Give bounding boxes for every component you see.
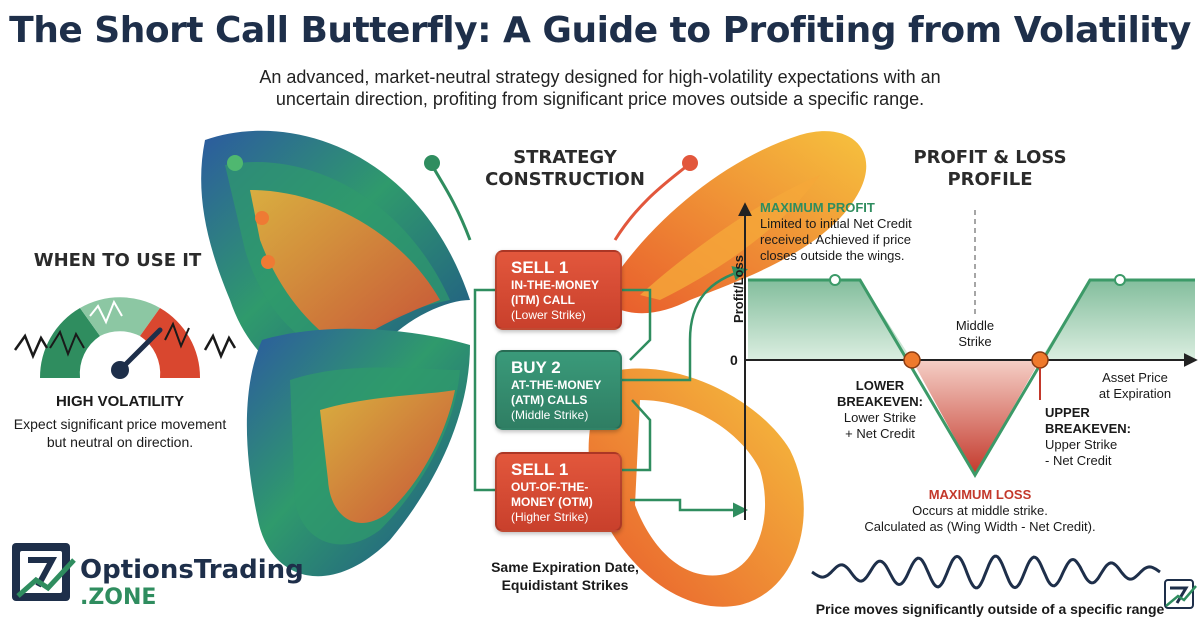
gauge-label: HIGH VOLATILITY bbox=[55, 393, 185, 410]
subtitle-line-1: An advanced, market-neutral strategy des… bbox=[259, 67, 941, 87]
y-axis-label: Profit/Loss bbox=[731, 255, 746, 323]
logo-wordmark: OptionsTrading bbox=[80, 555, 304, 585]
leg-detail-line: IN-THE-MONEY bbox=[511, 278, 599, 292]
subtitle-line-2: uncertain direction, profiting from sign… bbox=[275, 89, 925, 109]
price-wave bbox=[811, 554, 1161, 590]
leg-sell-otm: SELL 1 OUT-OF-THE- MONEY (OTM) (Higher S… bbox=[495, 452, 622, 532]
pnl-heading: PROFIT & LOSS PROFILE bbox=[890, 147, 1090, 191]
when-to-use-heading: WHEN TO USE IT bbox=[33, 250, 202, 271]
leg-sell-itm: SELL 1 IN-THE-MONEY (ITM) CALL (Lower St… bbox=[495, 250, 622, 330]
leg-detail-line: AT-THE-MONEY bbox=[511, 378, 602, 392]
middle-strike-line-1: Middle bbox=[955, 318, 995, 333]
leg-bracket-left bbox=[473, 288, 495, 492]
lower-breakeven-heading: LOWER bbox=[855, 378, 905, 393]
max-profit-line: received. Achieved if price bbox=[760, 232, 912, 247]
max-profit-line: closes outside the wings. bbox=[760, 248, 905, 263]
upper-breakeven-annotation: UPPER BREAKEVEN: Upper Strike - Net Cred… bbox=[1045, 405, 1145, 469]
left-antenna bbox=[430, 164, 472, 241]
construction-heading: STRATEGY CONSTRUCTION bbox=[480, 147, 650, 191]
corner-logo-icon bbox=[1164, 579, 1197, 609]
leg-strike: (Higher Strike) bbox=[511, 510, 589, 524]
loss-area bbox=[912, 360, 1040, 475]
max-loss-annotation: MAXIMUM LOSS Occurs at middle strike. Ca… bbox=[860, 487, 1100, 535]
page-title: The Short Call Butterfly: A Guide to Pro… bbox=[9, 10, 1191, 51]
x-axis-label-line-2: at Expiration bbox=[1098, 386, 1172, 401]
connector-to-chart-bottom bbox=[630, 498, 748, 518]
logo-domain: .ZONE bbox=[80, 585, 157, 610]
lower-breakeven-annotation: LOWER BREAKEVEN: Lower Strike + Net Cred… bbox=[835, 378, 925, 442]
lower-breakeven-line: Lower Strike bbox=[843, 410, 917, 425]
middle-strike-line-2: Strike bbox=[958, 334, 992, 349]
x-axis-label-line-1: Asset Price bbox=[1102, 370, 1168, 385]
profit-area-left bbox=[748, 280, 912, 360]
description-line-1: Expect significant price movement bbox=[13, 416, 227, 432]
leg-strike: (Lower Strike) bbox=[511, 308, 586, 322]
left-antenna-tip bbox=[424, 155, 440, 171]
footnote-line-1: Same Expiration Date, bbox=[491, 559, 639, 575]
leg-detail-line: OUT-OF-THE- bbox=[511, 480, 589, 494]
leg-detail-line: (ITM) CALL bbox=[511, 293, 575, 307]
upper-breakeven-line: Upper Strike bbox=[1045, 437, 1118, 452]
profit-area-right bbox=[1040, 280, 1195, 360]
max-loss-heading: MAXIMUM LOSS bbox=[928, 487, 1032, 502]
description-line-2: but neutral on direction. bbox=[46, 434, 194, 450]
leg-detail-line: MONEY (OTM) bbox=[511, 495, 593, 509]
leg-action: BUY 2 bbox=[511, 358, 561, 377]
right-antenna-tip bbox=[682, 155, 698, 171]
leg-connector-top bbox=[622, 288, 652, 361]
middle-strike-label: Middle Strike bbox=[935, 318, 1015, 350]
construction-footnote: Same Expiration Date, Equidistant Strike… bbox=[465, 558, 665, 594]
max-profit-annotation: MAXIMUM PROFIT Limited to initial Net Cr… bbox=[760, 200, 960, 264]
lower-breakeven-heading: BREAKEVEN: bbox=[837, 394, 923, 409]
max-profit-heading: MAXIMUM PROFIT bbox=[760, 200, 875, 215]
right-antenna bbox=[613, 163, 689, 241]
max-loss-line: Calculated as (Wing Width - Net Credit). bbox=[864, 519, 1096, 534]
volatility-gauge bbox=[13, 297, 237, 379]
leg-action: SELL 1 bbox=[511, 258, 569, 277]
lower-breakeven-marker bbox=[903, 351, 921, 369]
when-to-use-description: Expect significant price movement but ne… bbox=[0, 415, 240, 451]
pnl-heading-line-2: PROFILE bbox=[947, 169, 1033, 190]
upper-breakeven-heading: UPPER bbox=[1045, 405, 1090, 420]
construction-heading-line-2: CONSTRUCTION bbox=[485, 169, 645, 190]
footnote-line-2: Equidistant Strikes bbox=[501, 577, 629, 593]
upper-breakeven-heading: BREAKEVEN: bbox=[1045, 421, 1131, 436]
wave-caption: Price moves significantly outside of a s… bbox=[815, 601, 1165, 617]
left-wing-shape bbox=[201, 130, 470, 577]
right-wing-shape bbox=[588, 131, 867, 607]
connector-to-chart bbox=[622, 266, 748, 382]
lower-breakeven-line: + Net Credit bbox=[845, 426, 915, 441]
max-profit-line: Limited to initial Net Credit bbox=[760, 216, 912, 231]
pnl-heading-line-1: PROFIT & LOSS bbox=[913, 147, 1067, 168]
leg-connector-bottom bbox=[622, 399, 652, 472]
logo-mark bbox=[12, 543, 76, 601]
x-axis-label: Asset Price at Expiration bbox=[1080, 370, 1190, 402]
upper-breakeven-line: - Net Credit bbox=[1045, 453, 1112, 468]
leg-strike: (Middle Strike) bbox=[511, 408, 589, 422]
leg-buy-atm: BUY 2 AT-THE-MONEY (ATM) CALLS (Middle S… bbox=[495, 350, 622, 430]
upper-breakeven-marker bbox=[1031, 351, 1049, 369]
page-subtitle: An advanced, market-neutral strategy des… bbox=[150, 66, 1050, 110]
leg-detail-line: (ATM) CALLS bbox=[511, 393, 588, 407]
zero-label: 0 bbox=[730, 352, 738, 368]
max-loss-line: Occurs at middle strike. bbox=[912, 503, 1048, 518]
construction-heading-line-1: STRATEGY bbox=[513, 147, 617, 168]
leg-action: SELL 1 bbox=[511, 460, 569, 479]
pnl-chart bbox=[738, 202, 1198, 520]
